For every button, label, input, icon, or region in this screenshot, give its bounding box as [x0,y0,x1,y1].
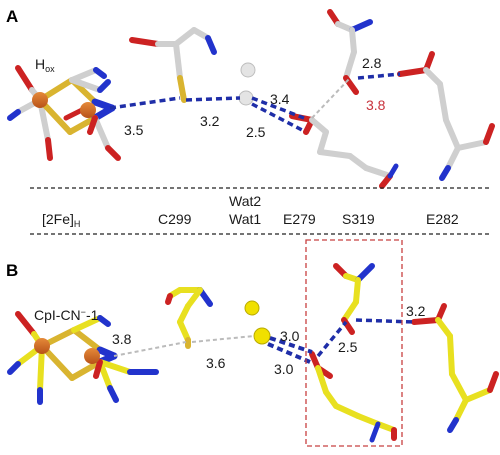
water-wat1 [238,90,254,106]
panel-a-e282 [397,51,495,181]
iron-atom [32,92,48,108]
panel-b-hbonds [113,318,415,364]
distance-label: 3.2 [406,303,426,319]
panel-b-e282 [411,303,499,433]
panel-a: A Hox [6,7,495,189]
distance-label: 3.5 [124,122,144,138]
s319-highlight-box [305,239,403,447]
panel-b-c299 [165,287,213,349]
panel-a-e279 [289,113,399,189]
water-wat2 [244,300,260,316]
distance-label-weak: 3.8 [366,97,386,113]
residue-c299: C299 [158,211,192,227]
residue-wat1: Wat1 [229,211,261,227]
panel-a-hbonds [109,72,401,132]
distance-label: 2.5 [246,124,266,140]
distance-label: 3.2 [200,113,220,129]
panel-a-complex-label: Hox [35,56,55,74]
iron-atom [80,102,96,118]
residue-e279: E279 [283,211,316,227]
panel-a-h-cluster [7,65,121,161]
water-wat2 [240,62,256,78]
panel-b-h-cluster [7,311,159,405]
distance-label: 2.8 [362,55,382,71]
panel-b-letter: B [6,261,18,280]
iron-atom [84,348,100,364]
distance-label: 3.6 [206,355,226,371]
panel-a-c299 [129,27,217,103]
distance-label: 2.5 [338,339,358,355]
residue-label-row: [2Fe]H C299 Wat2 Wat1 E279 S319 E282 [30,187,492,235]
water-wat1 [253,327,271,345]
residue-s319: S319 [342,211,375,227]
distance-label: 3.0 [280,328,300,344]
panel-b-complex-label: CpI-CN−-1 [34,307,99,323]
panel-b: B CpI-CN−-1 [6,239,499,447]
distance-label: 3.4 [270,91,290,107]
residue-fe-h: [2Fe]H [42,211,80,229]
residue-wat2: Wat2 [229,193,261,209]
distance-label: 3.8 [112,331,132,347]
panel-a-letter: A [6,7,18,26]
residue-e282: E282 [426,211,459,227]
distance-label: 3.0 [274,361,294,377]
iron-atom [34,338,50,354]
panel-b-e279 [309,351,397,443]
panel-a-s319 [327,9,373,95]
